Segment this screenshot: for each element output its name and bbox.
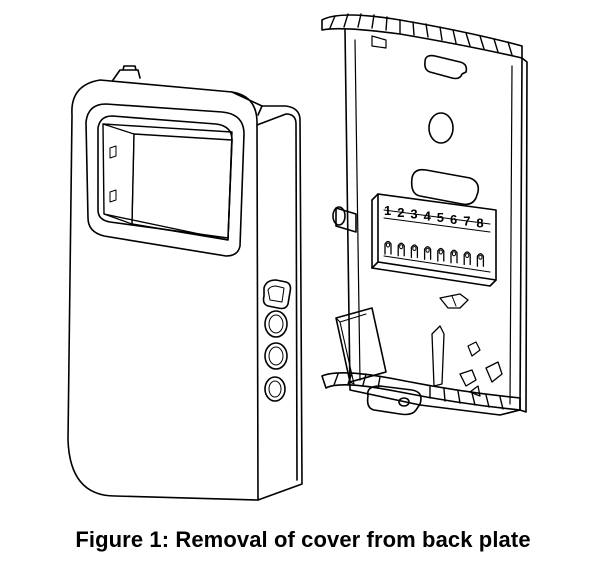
mounting-slot-top	[424, 54, 468, 80]
button-round-2	[264, 342, 288, 370]
front-cover	[67, 65, 303, 501]
terminal-number: 3	[410, 207, 417, 222]
terminal-screw	[423, 246, 432, 260]
bottom-clips	[459, 361, 503, 397]
terminal-screw-head	[478, 254, 483, 260]
terminal-number: 7	[463, 214, 470, 229]
mounting-peg	[332, 206, 357, 233]
terminal-screw	[410, 244, 419, 259]
mounting-hole	[428, 112, 454, 144]
button-round-3	[264, 376, 286, 402]
plate-body	[344, 29, 523, 416]
terminal-screw-head	[399, 244, 404, 250]
bottom-tab	[366, 385, 422, 416]
cover-top-tab	[112, 69, 141, 81]
terminal-number: 8	[476, 215, 483, 230]
terminal-number: 1	[384, 203, 391, 218]
wire-clip	[439, 293, 469, 309]
terminal-screw	[476, 253, 485, 267]
side-latch	[467, 341, 481, 357]
figure-caption: Figure 1: Removal of cover from back pla…	[75, 527, 531, 552]
side-buttons	[262, 279, 292, 402]
top-vent	[321, 14, 523, 59]
terminal-number: 6	[450, 212, 457, 227]
button-rect	[262, 279, 292, 310]
side-flap	[335, 307, 387, 385]
terminal-screw	[437, 247, 445, 262]
terminal-screw-head	[451, 251, 457, 257]
top-latch	[371, 35, 387, 49]
terminal-screw-head	[465, 253, 470, 258]
terminal-screw	[463, 251, 471, 266]
mounting-slot-mid	[410, 168, 480, 206]
terminal-screw-head	[385, 242, 391, 248]
terminal-screw	[450, 249, 458, 264]
terminal-screws	[384, 240, 485, 267]
cover-side	[231, 91, 303, 501]
terminal-screw-head	[425, 247, 430, 253]
terminal-number: 4	[424, 208, 432, 223]
cover-front-face	[67, 79, 259, 501]
terminal-number: 5	[437, 210, 444, 225]
terminal-number: 2	[397, 205, 404, 220]
lcd-recess	[102, 123, 233, 241]
display-window	[85, 103, 245, 257]
terminal-screw-head	[438, 249, 443, 255]
terminal-screw	[397, 242, 405, 257]
button-round-1	[264, 310, 288, 338]
vertical-slot	[431, 325, 445, 387]
terminal-screw-head	[412, 246, 417, 251]
terminal-screw	[384, 240, 392, 255]
